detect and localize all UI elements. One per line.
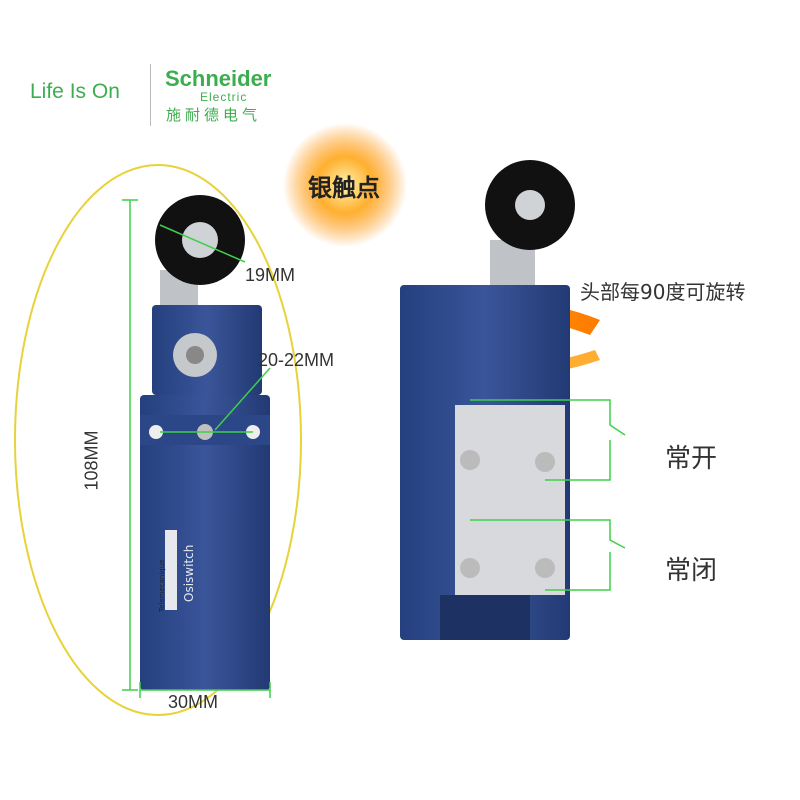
contact-brackets	[470, 399, 626, 591]
roller-dimension: 19MM	[245, 265, 296, 285]
silver-contact-badge: 银触点	[308, 174, 380, 202]
height-dimension: 108MM	[81, 430, 102, 491]
normally-closed-label: 常闭	[665, 556, 718, 586]
normally-open-label: 常开	[665, 444, 718, 474]
tagline: Life Is On	[30, 80, 120, 103]
maker-label: Telemecanique	[158, 559, 166, 612]
left-switch	[140, 195, 270, 690]
highlight-ellipse	[14, 164, 302, 716]
dimension-lines	[122, 199, 271, 698]
brand-cn: 施耐德电气	[166, 106, 262, 124]
rotation-note: 头部每90度可旋转	[580, 280, 746, 304]
starburst	[283, 123, 407, 247]
right-switch	[400, 160, 600, 640]
width-dimension: 30MM	[168, 692, 219, 712]
mount-dimension: 20-22MM	[258, 350, 335, 370]
brand-logo: Schneider	[165, 66, 272, 91]
model-label: Osiswitch	[182, 544, 196, 602]
logo-divider	[150, 64, 151, 126]
brand-sub: Electric	[200, 90, 248, 104]
